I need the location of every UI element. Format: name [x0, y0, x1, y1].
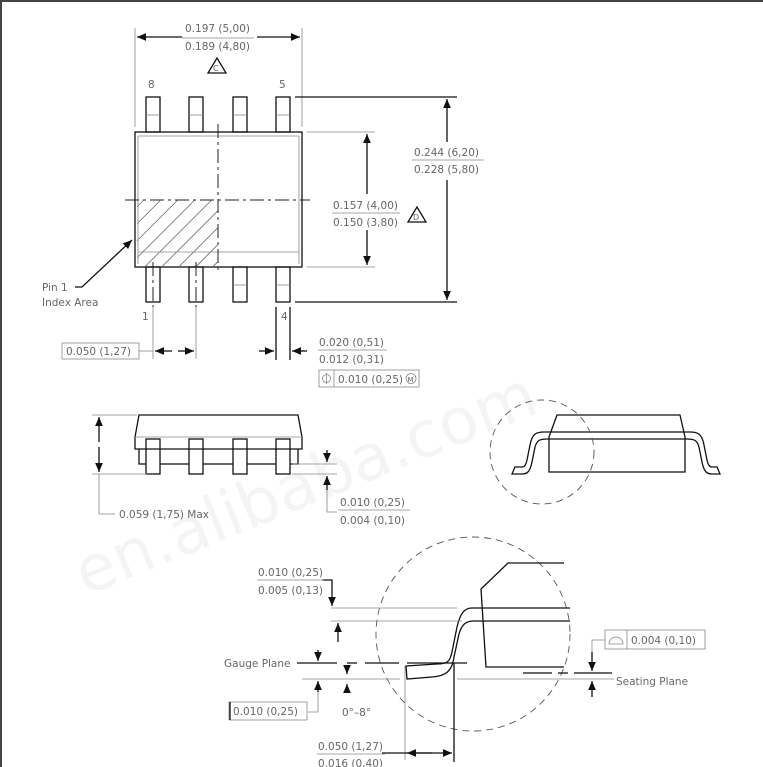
pin1-leader — [75, 239, 133, 288]
note-c-triangle — [206, 56, 228, 74]
overall-min: 0.228 (5,80) — [414, 164, 479, 176]
coplanarity-value: 0.004 (0,10) — [631, 635, 696, 647]
body-min: 0.150 (3,80) — [333, 217, 398, 229]
foot-length-min: 0.016 (0,40) — [318, 758, 383, 767]
pin-1-label: 1 — [142, 311, 149, 323]
note-c: C — [213, 64, 219, 73]
lead-width-max: 0.020 (0,51) — [319, 337, 384, 349]
mmc-symbol — [405, 373, 417, 384]
height-max: 0.059 (1,75) Max — [119, 509, 209, 521]
gauge-plane-label: Gauge Plane — [224, 658, 291, 670]
note-d: D — [413, 213, 419, 222]
pin-8-label: 8 — [148, 79, 155, 91]
lead-width-min: 0.012 (0,31) — [319, 354, 384, 366]
position-tolerance: 0.010 (0,25) — [338, 374, 403, 386]
position-tolerance-frame — [318, 369, 420, 388]
body-max: 0.157 (4,00) — [333, 200, 398, 212]
pin1-index-area-hatch — [137, 200, 218, 266]
pitch-value: 0.050 (1,27) — [66, 346, 131, 358]
width-min: 0.189 (4,80) — [185, 41, 250, 53]
foot-length-max: 0.050 (1,27) — [318, 741, 383, 753]
overall-max: 0.244 (6,20) — [414, 147, 479, 159]
pin-5-label: 5 — [279, 79, 286, 91]
standoff-max: 0.010 (0,25) — [340, 497, 405, 509]
bottom-pins — [145, 266, 291, 303]
angle-range: 0°–8° — [342, 707, 371, 719]
pin-4-label: 4 — [281, 311, 288, 323]
side-view: 0.059 (1,75) Max 0.010 (0,25) 0.004 (0,1… — [92, 414, 410, 527]
standoff-min: 0.004 (0,10) — [340, 515, 405, 527]
pin1-label-line1: Pin 1 — [42, 282, 68, 294]
profile-symbol-icon — [608, 636, 624, 645]
coplanarity-frame — [604, 629, 706, 650]
note-d-triangle — [406, 205, 428, 223]
detail-circle-marker — [489, 399, 595, 505]
lead-thickness-min: 0.005 (0,13) — [258, 585, 323, 597]
gauge-height: 0.010 (0,25) — [233, 706, 298, 718]
pin1-label-line2: Index Area — [42, 297, 98, 309]
end-profile-view — [489, 399, 721, 505]
lead-detail-view: 0.010 (0,25) 0.005 (0,13) Gauge Plane 0.… — [224, 536, 706, 767]
top-view: 8 5 1 4 0.197 (5,00) 0.189 (4,80) C 0.24… — [42, 23, 484, 388]
width-max: 0.197 (5,00) — [185, 23, 250, 35]
lead-thickness-max: 0.010 (0,25) — [258, 567, 323, 579]
seating-plane-label: Seating Plane — [616, 676, 688, 688]
mmc-label: M — [408, 376, 414, 384]
